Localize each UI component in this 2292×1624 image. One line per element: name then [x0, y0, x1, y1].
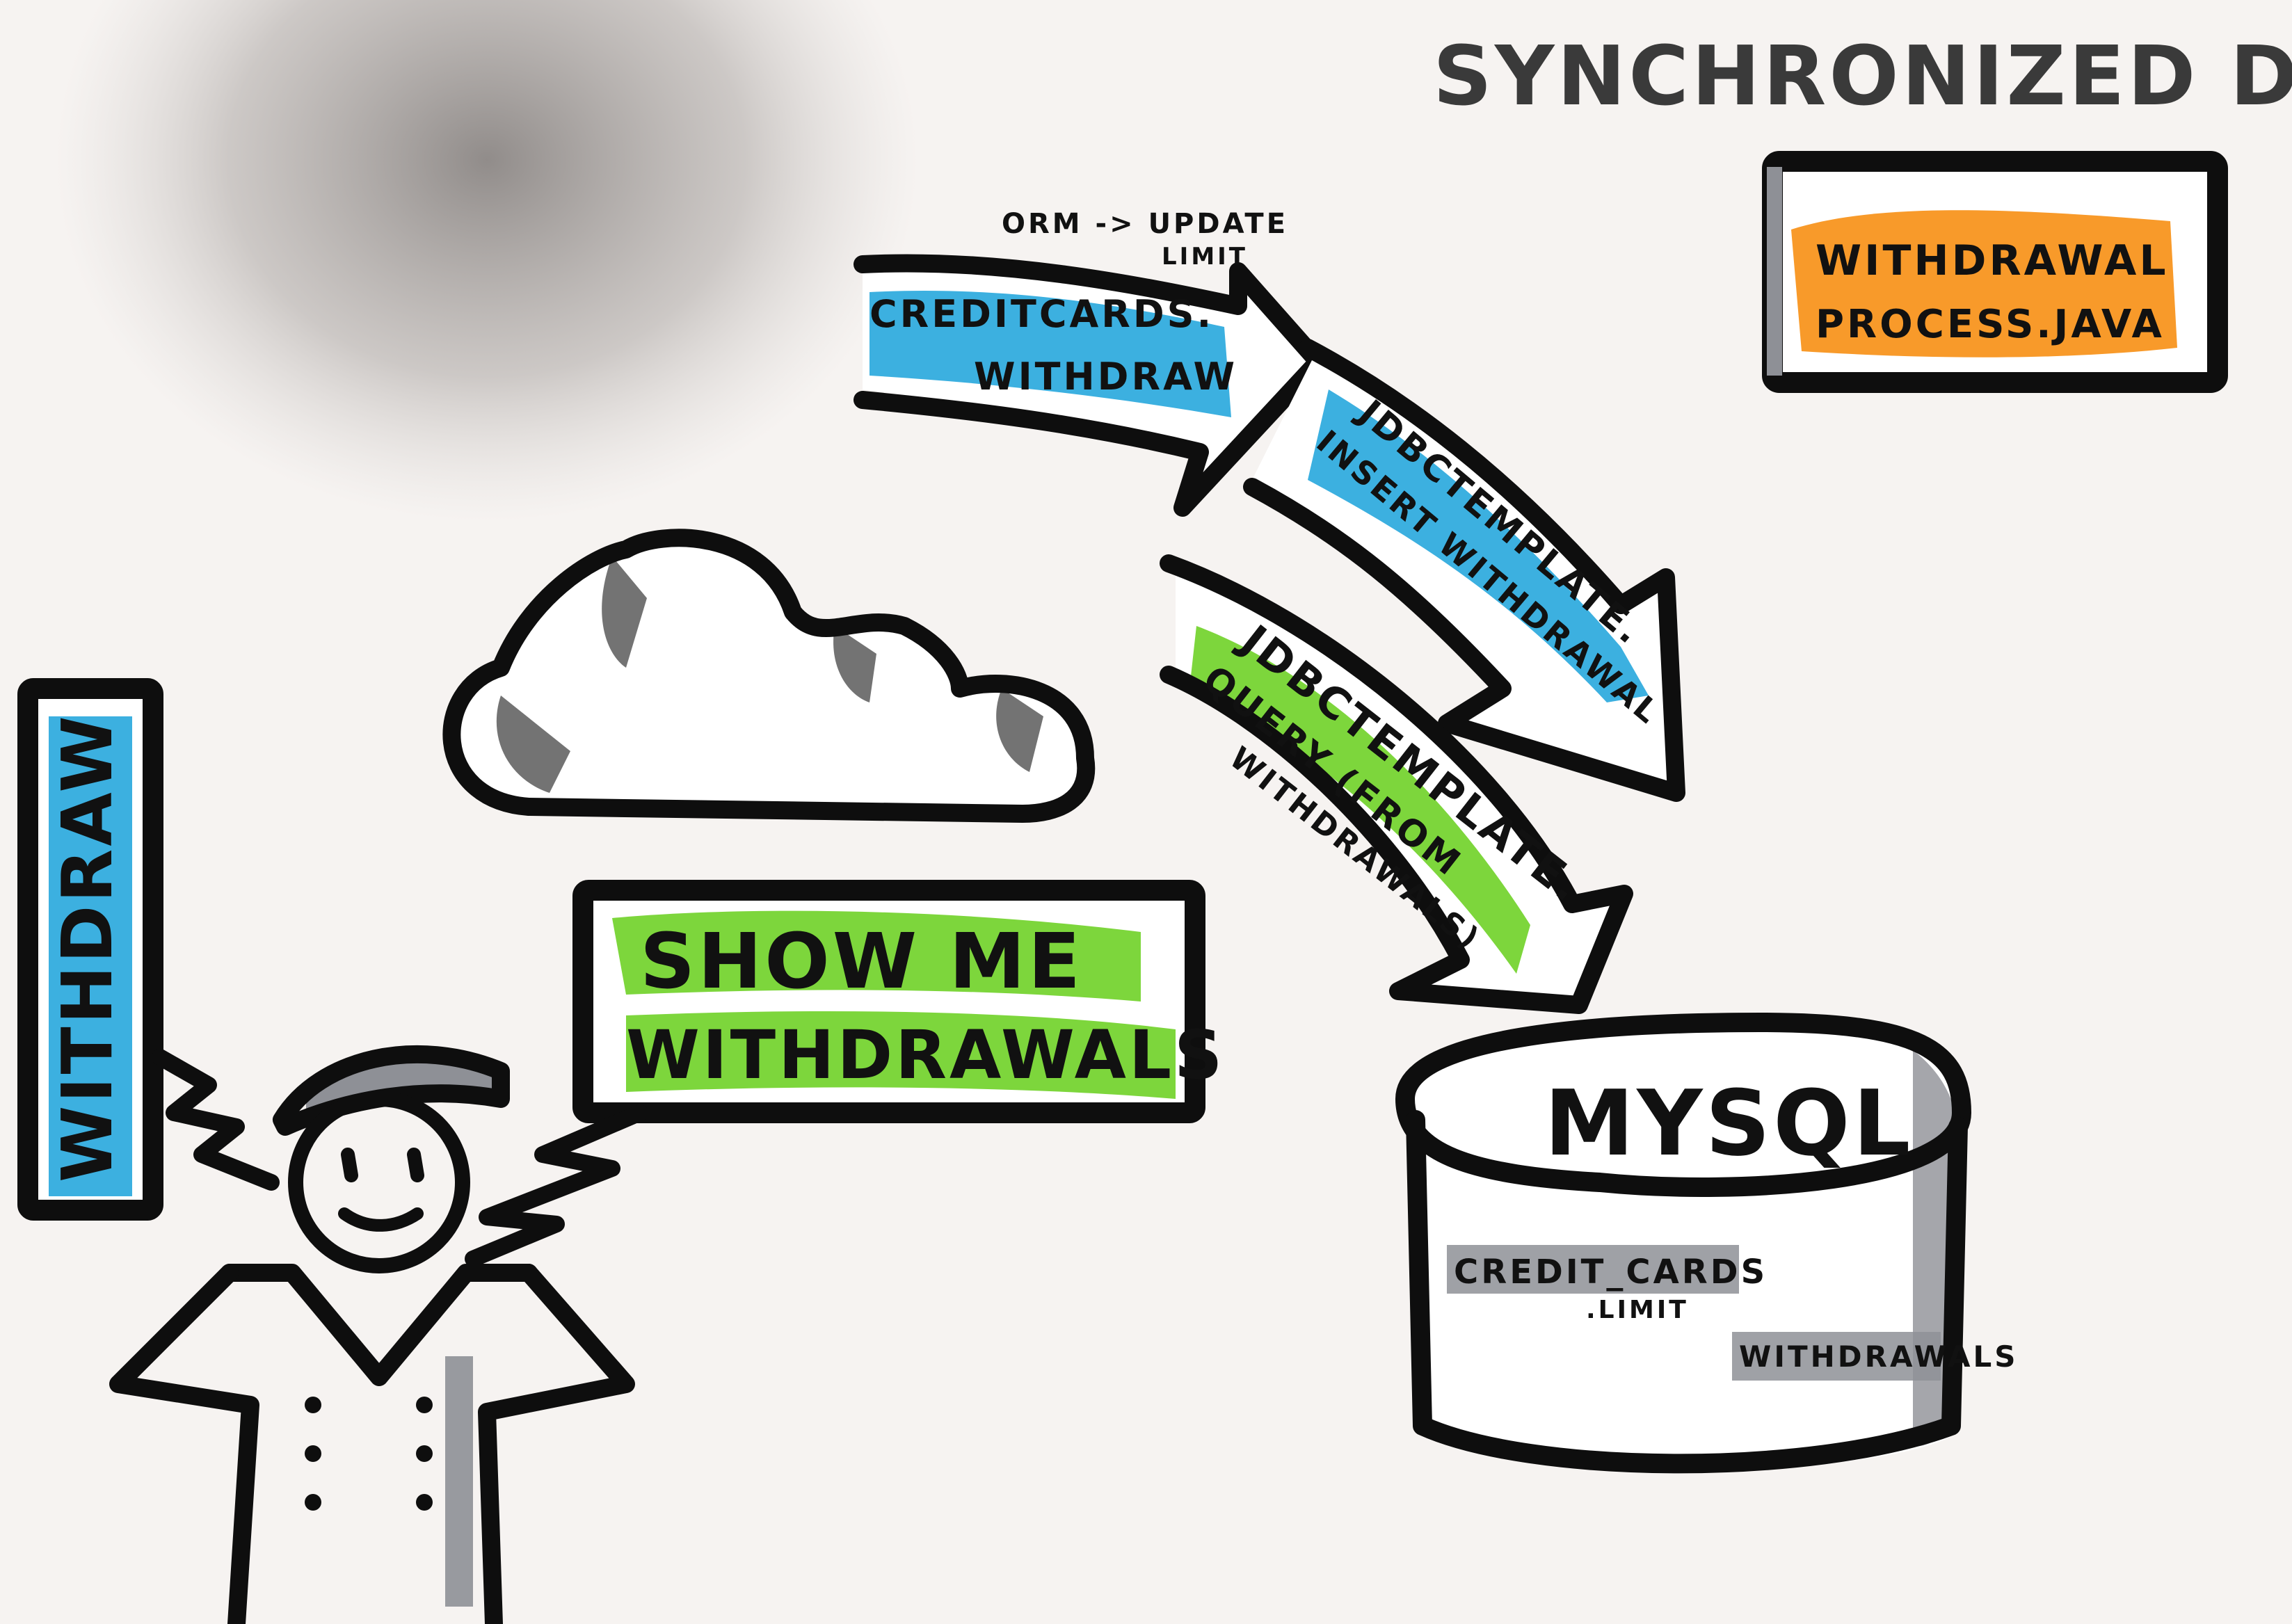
withdraw-box-label: WITHDRAW [47, 713, 128, 1182]
database-field1: .LIMIT [1586, 1296, 1689, 1324]
photo-shadow [56, 0, 918, 522]
speech-box: SHOW ME WITHDRAWALS [572, 880, 1225, 1123]
database-table1: CREDIT_CARDS [1454, 1253, 1768, 1292]
sheet-title: SYNCHRONIZED DV [1433, 28, 2292, 124]
cloud-icon [442, 529, 1096, 823]
source-file-line1: WITHDRAWAL [1816, 236, 2169, 285]
creditcards-label-line2: WITHDRAW [974, 355, 1237, 399]
speech-line1: SHOW ME [640, 917, 1083, 1006]
creditcards-withdraw-arrow: ORM -> UPDATE LIMIT CREDITCARDS. WITHDRA… [854, 208, 1327, 517]
orm-note-line1: ORM -> UPDATE [1002, 208, 1288, 240]
database-name: MYSQL [1544, 1070, 1913, 1176]
withdraw-bolt [152, 1049, 280, 1191]
database-table2: WITHDRAWALS [1739, 1340, 2019, 1374]
mysql-database: MYSQL CREDIT_CARDS .LIMIT WITHDRAWALS [1395, 1013, 2019, 1474]
speech-line2: WITHDRAWALS [626, 1016, 1225, 1094]
speech-bolt [465, 1104, 648, 1267]
orm-note-line2: LIMIT [1162, 243, 1248, 271]
person-figure [109, 1045, 635, 1624]
source-file-box: WITHDRAWAL PROCESS.JAVA [1762, 151, 2228, 393]
creditcards-label-line1: CREDITCARDS. [869, 292, 1214, 336]
source-file-line2: PROCESS.JAVA [1816, 302, 2165, 347]
withdraw-box: WITHDRAW [17, 678, 163, 1221]
